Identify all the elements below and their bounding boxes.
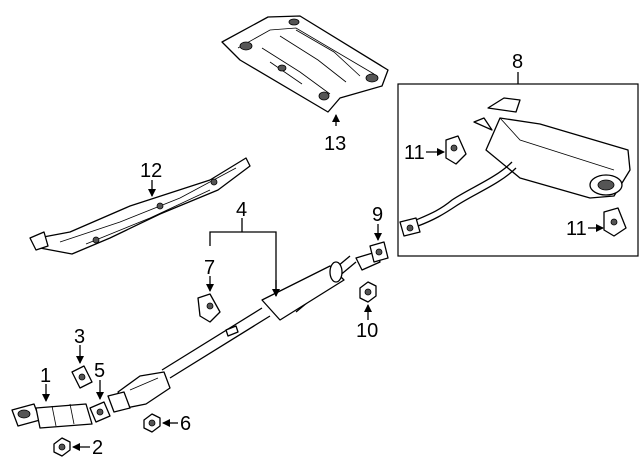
center-pipe-resonator-part [161,251,381,379]
catalytic-converter-part [107,371,171,413]
nut-part [143,413,161,433]
hanger-upper-part [445,135,467,165]
callout-11-lower: 11 [566,218,587,240]
callout-3: 3 [74,326,85,348]
hanger-lower-part [603,207,627,237]
callout-8: 8 [512,51,523,73]
callout-2: 2 [92,437,103,459]
callout-11-upper: 11 [404,142,425,164]
gasket-part [89,401,111,423]
nut-part [53,437,71,457]
callout-4: 4 [236,199,247,221]
gasket-part [369,241,389,263]
hanger-part [197,293,221,323]
front-pipe-part [11,403,93,429]
gasket-part [71,365,93,389]
nut-part [359,281,377,303]
callout-5: 5 [94,360,105,382]
lower-heat-shield-part [29,157,251,255]
heat-shield-part [221,15,389,113]
callout-6: 6 [180,413,191,435]
callout-9: 9 [372,204,383,226]
callout-10: 10 [356,320,378,342]
callout-7: 7 [204,257,215,279]
rear-muffler-part [399,97,631,237]
callout-1: 1 [40,365,51,387]
callout-13: 13 [324,133,346,155]
callout-12: 12 [140,160,162,182]
